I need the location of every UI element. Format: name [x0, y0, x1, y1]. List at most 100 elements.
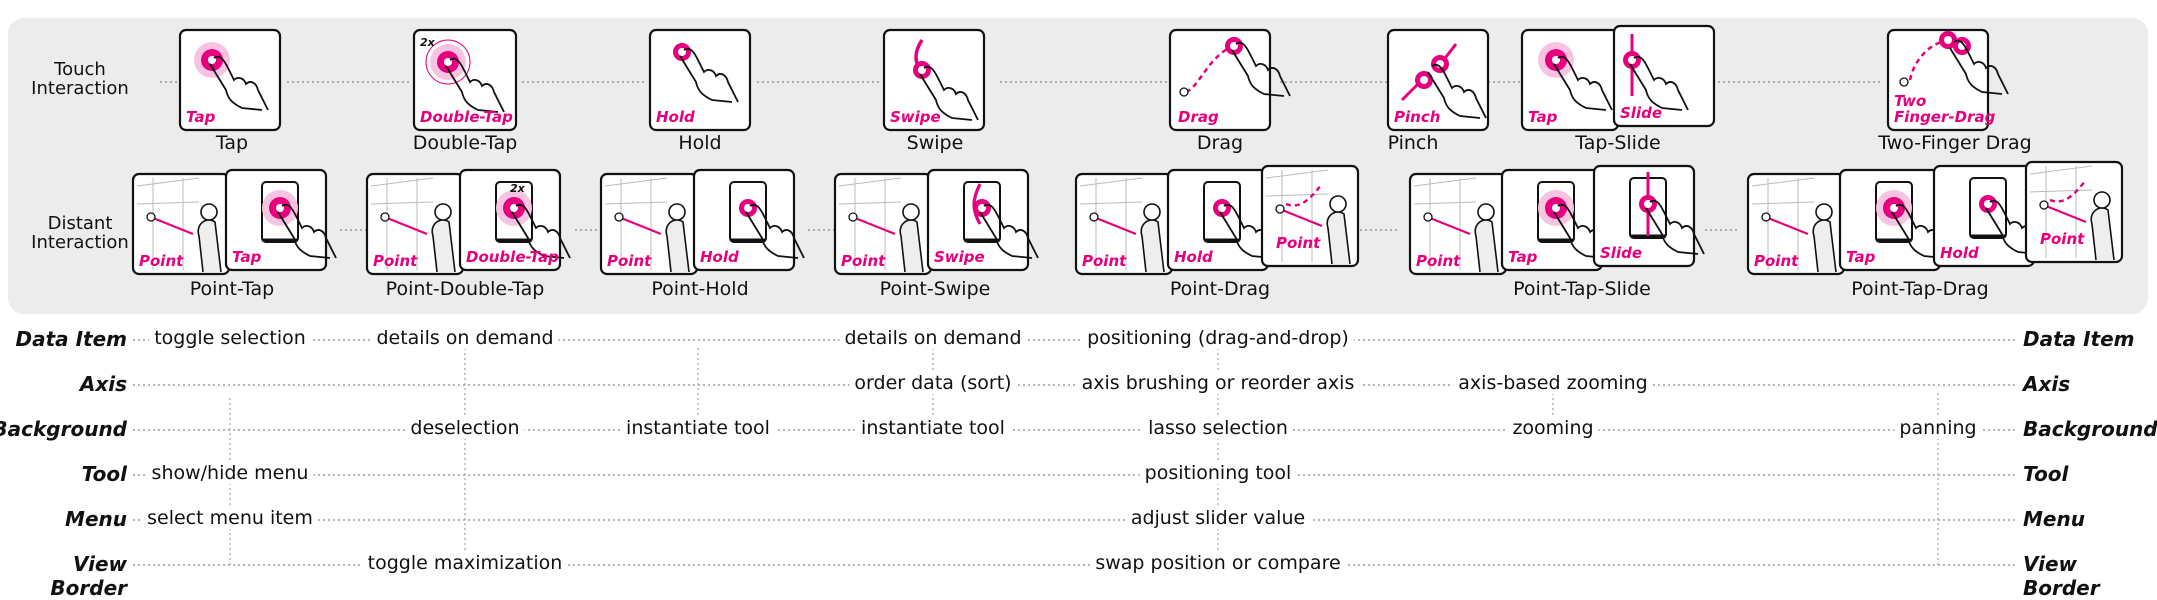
card-label: Point — [1416, 252, 1461, 270]
cell-axis-order: order data (sort) — [849, 372, 1017, 394]
hand-fingers — [1557, 55, 1613, 111]
card-label: Slide — [1620, 104, 1662, 122]
card-label: Point — [607, 252, 652, 270]
hand-outline — [919, 73, 973, 121]
touch-label-tap-slide: Tap-Slide — [1575, 132, 1661, 154]
hand-outline — [679, 55, 733, 103]
card-ptd-drag: Point — [2024, 160, 2124, 264]
card-point-swipe-swipe: Swipe — [926, 168, 1039, 272]
card-label: Finger-Drag — [1894, 108, 1996, 126]
card-pts-point: Point — [1408, 172, 1508, 276]
pointing-ray — [620, 216, 662, 236]
person-body — [197, 219, 222, 273]
card-label: Tap — [232, 248, 262, 266]
hand-outline — [1553, 211, 1607, 259]
person-head — [2093, 191, 2111, 209]
hand-fingers — [1953, 39, 2009, 95]
card-label: Point — [841, 252, 886, 270]
hand-outline — [1985, 207, 2039, 255]
hand-fingers — [683, 47, 739, 103]
card-tap-slide-2: Slide — [1612, 24, 1716, 128]
target-menu: Menu — [65, 507, 127, 531]
hand-outline — [1231, 49, 1285, 97]
person-body — [1326, 211, 1351, 265]
pointer-cursor — [848, 212, 858, 222]
cell-background-zooming: zooming — [1507, 417, 1599, 439]
card-point-drag-drag: Point — [1260, 164, 1360, 268]
cell-data-item-toggle-selection: toggle selection — [149, 327, 311, 349]
target-axis-right: Axis — [2023, 372, 2071, 396]
two-finger-start — [1899, 77, 1909, 87]
cell-tool-menu: show/hide menu — [146, 462, 314, 484]
wall-grid — [2029, 165, 2093, 258]
card-label: Hold — [1174, 248, 1213, 266]
hand-outline — [445, 65, 499, 113]
card-label: Point — [2040, 230, 2085, 248]
wall-grid — [1751, 177, 1815, 270]
touch-label-drag: Drag — [1196, 132, 1244, 154]
card-drag: Drag — [1168, 28, 1291, 132]
card-frame — [882, 28, 986, 132]
target-menu-right: Menu — [2023, 507, 2085, 531]
card-label: Tap — [1846, 248, 1876, 266]
card-ptd-hold: Hold — [1932, 164, 2045, 268]
hand-fingers — [449, 57, 505, 113]
cell-background-panning: panning — [1894, 417, 1982, 439]
pointer-cursor — [146, 212, 156, 222]
drag-path — [2049, 179, 2087, 203]
wall-grid — [370, 177, 434, 270]
hand-outline — [1219, 211, 1273, 259]
drag-start — [1179, 87, 1189, 97]
card-label: Point — [1276, 234, 1321, 252]
pointing-ray — [386, 216, 428, 236]
double-ring — [425, 39, 471, 85]
hand-outline — [277, 211, 331, 259]
hand-fingers — [1431, 63, 1487, 119]
card-label: Swipe — [890, 108, 941, 126]
card-point-dtap-point: Point — [365, 172, 465, 276]
hand-fingers — [923, 65, 979, 121]
drag-path — [1285, 183, 1323, 207]
card-label: Two — [1894, 92, 1926, 110]
target-tool-right: Tool — [2023, 462, 2069, 486]
pointing-ray — [1429, 216, 1471, 236]
pointer-cursor — [1089, 212, 1099, 222]
card-label: Double-Tap — [420, 108, 513, 126]
distant-label-point-double-tap: Point-Double-Tap — [385, 278, 545, 300]
card-point-tap-point: Point — [131, 172, 231, 276]
pointer-cursor — [614, 212, 624, 222]
card-ptd-tap: Tap — [1838, 168, 1951, 272]
card-ptd-point: Point — [1746, 172, 1846, 276]
pointing-ray — [152, 216, 194, 236]
touch-label-tap: Tap — [215, 132, 249, 154]
pointing-ray — [1281, 208, 1323, 228]
card-label: Hold — [1940, 244, 1979, 262]
card-label: Double-Tap — [466, 248, 559, 266]
drag-path — [1185, 44, 1233, 94]
hand-outline — [511, 211, 565, 259]
hand-fingers — [983, 203, 1039, 259]
target-axis: Axis — [79, 372, 127, 396]
card-label: Tap — [186, 108, 216, 126]
hand-outline — [1629, 63, 1683, 111]
hand-outline — [1891, 211, 1945, 259]
target-view-border: View Border — [50, 552, 127, 600]
hand-fingers — [1235, 41, 1291, 97]
card-label: Swipe — [934, 248, 985, 266]
badge-2x: 2x — [510, 182, 526, 195]
wall-grid — [838, 177, 902, 270]
card-label: Hold — [700, 248, 739, 266]
wall-grid — [136, 177, 200, 270]
cell-background-lasso: lasso selection — [1143, 417, 1293, 439]
distant-label-point-swipe: Point-Swipe — [879, 278, 991, 300]
touch-label-hold: Hold — [678, 132, 722, 154]
hand-outline — [209, 63, 263, 111]
touch-label-swipe: Swipe — [906, 132, 964, 154]
pointer-cursor — [1761, 212, 1771, 222]
target-tool: Tool — [81, 462, 127, 486]
